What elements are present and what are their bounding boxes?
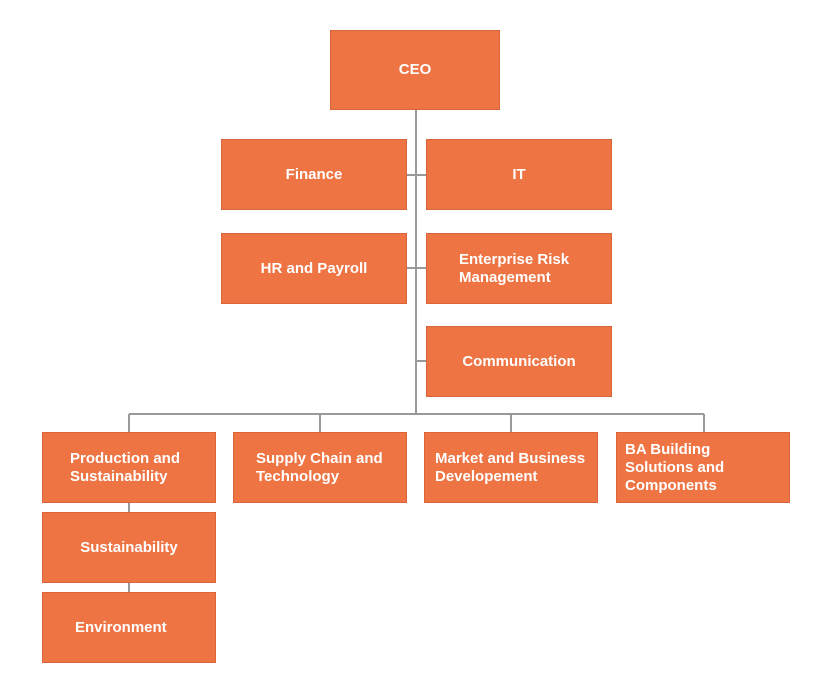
- node-environment-label: Environment: [75, 618, 167, 636]
- node-enterprise-risk-label: Enterprise Risk Management: [459, 250, 570, 286]
- node-enterprise-risk: Enterprise Risk Management: [426, 233, 612, 304]
- node-hr-payroll-label: HR and Payroll: [260, 259, 368, 277]
- node-finance-label: Finance: [285, 165, 343, 183]
- node-supply-chain: Supply Chain and Technology: [233, 432, 407, 503]
- node-ceo-label: CEO: [398, 61, 432, 78]
- node-environment: Environment: [42, 592, 216, 663]
- node-it: IT: [426, 139, 612, 210]
- node-sustainability: Sustainability: [42, 512, 216, 583]
- node-ba-building: BA Building Solutions and Components: [616, 432, 790, 503]
- node-market-business: Market and Business Developement: [424, 432, 598, 503]
- node-production-sustainability-label: Production and Sustainability: [70, 449, 180, 485]
- node-finance: Finance: [221, 139, 407, 210]
- node-ba-building-label: BA Building Solutions and Components: [625, 440, 725, 494]
- node-communication: Communication: [426, 326, 612, 397]
- node-it-label: IT: [512, 165, 526, 183]
- node-supply-chain-label: Supply Chain and Technology: [256, 449, 383, 485]
- node-ceo: CEO: [330, 30, 500, 110]
- node-production-sustainability: Production and Sustainability: [42, 432, 216, 503]
- node-sustainability-label: Sustainability: [80, 538, 178, 556]
- node-communication-label: Communication: [462, 352, 576, 370]
- node-market-business-label: Market and Business Developement: [435, 449, 586, 485]
- node-hr-payroll: HR and Payroll: [221, 233, 407, 304]
